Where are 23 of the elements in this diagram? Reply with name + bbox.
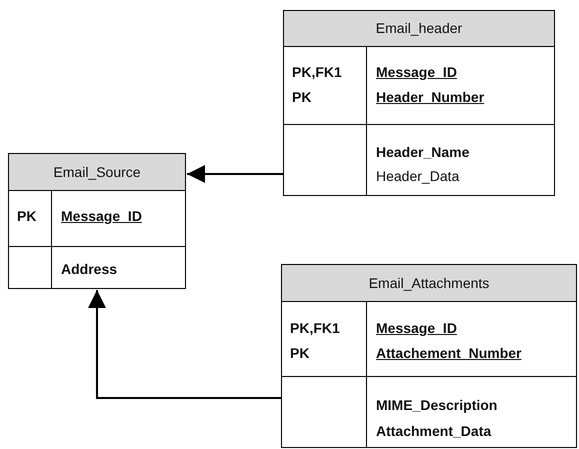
entity-table [8,153,186,289]
primary-key-field: Header_Number [376,88,484,106]
table-title: Email_Attachments [282,265,576,302]
key-marker: PK [290,344,310,362]
key-marker: PK,FK1 [290,319,340,337]
entity-table [283,10,555,196]
field-name: Header_Name [376,143,470,161]
primary-key-field: Message_ID [61,207,142,225]
field-name: Attachment_Data [376,422,492,440]
field-name: MIME_Description [376,396,498,414]
primary-key-field: Message_ID [376,319,457,337]
table-title: Email_header [284,11,554,47]
entity-table [281,264,577,448]
primary-key-field: Attachement_Number [376,344,522,362]
table-title: Email_Source [9,154,185,191]
field-name: Address [61,260,118,278]
key-marker: PK,FK1 [292,63,342,81]
key-marker: PK [17,207,36,225]
primary-key-field: Message_ID [376,63,457,81]
relationship-arrow [187,165,283,183]
key-marker: PK [292,88,312,106]
relationship-arrow [88,290,281,399]
field-name: Header_Data [376,167,460,185]
